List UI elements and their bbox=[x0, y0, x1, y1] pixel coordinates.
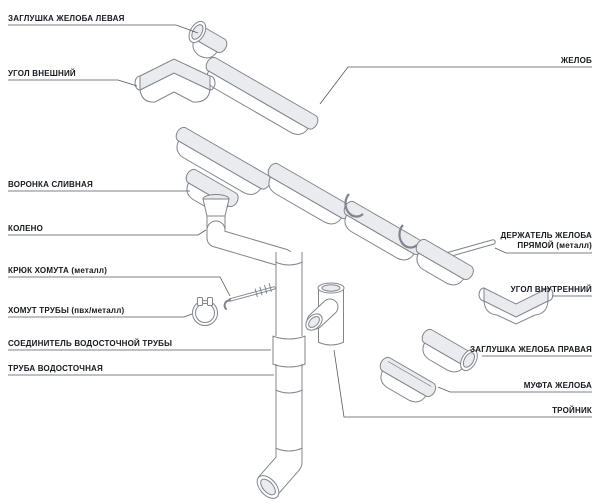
outer-corner-part bbox=[134, 58, 216, 103]
leader-gutter-end-cap-left bbox=[8, 24, 199, 34]
downpipe-part bbox=[256, 252, 306, 499]
label-downpipe: ТРУБА ВОДОСТОЧНАЯ bbox=[8, 364, 103, 373]
clamp-hook-part bbox=[223, 283, 276, 310]
label-elbow: КОЛЕНО bbox=[8, 224, 44, 233]
label-clamp-hook: КРЮК ХОМУТА (металл) bbox=[8, 266, 108, 275]
label-pipe-clamp: ХОМУТ ТРУБЫ (пвх/металл) bbox=[8, 306, 125, 315]
label-outer-corner: УГОЛ ВНЕШНИЙ bbox=[8, 69, 76, 78]
leader-gutter-coupling bbox=[437, 386, 592, 393]
label-gutter: ЖЕЛОБ bbox=[560, 56, 592, 65]
label-line-2: ПРЯМОЙ (металл) bbox=[517, 241, 592, 250]
label-funnel-outlet: ВОРОНКА СЛИВНАЯ bbox=[8, 180, 93, 189]
downpipe-connector-part bbox=[272, 335, 306, 368]
label-gutter-coupling: МУФТА ЖЕЛОБА bbox=[523, 381, 592, 390]
label-line-1: ДЕРЖАТЕЛЬ ЖЕЛОБА bbox=[500, 231, 592, 240]
label-tee: ТРОЙНИК bbox=[552, 406, 592, 415]
leader-clamp-hook bbox=[8, 276, 231, 297]
tee-part bbox=[305, 282, 345, 346]
gutter-part bbox=[175, 56, 425, 261]
inner-corner-part bbox=[478, 287, 554, 325]
pipe-clamp-part bbox=[192, 297, 218, 326]
leader-gutter bbox=[319, 66, 592, 105]
label-gutter-end-cap-left: ЗАГЛУШКА ЖЕЛОБА ЛЕВАЯ bbox=[8, 14, 125, 23]
label-gutter-end-cap-right: ЗАГЛУШКА ЖЕЛОБА ПРАВАЯ bbox=[470, 345, 592, 354]
label-gutter-bracket-straight-metal: ДЕРЖАТЕЛЬ ЖЕЛОБА ПРЯМОЙ (металл) bbox=[500, 231, 592, 251]
leader-outer-corner bbox=[8, 79, 138, 87]
label-inner-corner: УГОЛ ВНУТРЕННИЙ bbox=[510, 285, 592, 294]
gutter-end-cap-right-part bbox=[421, 328, 478, 373]
leader-tee bbox=[333, 349, 592, 418]
gutter-end-cap-left-part bbox=[188, 20, 228, 59]
gutter-clip-icon bbox=[344, 193, 418, 249]
label-downpipe-connector: СОЕДИНИТЕЛЬ ВОДОСТОЧНОЙ ТРУБЫ bbox=[8, 339, 173, 348]
bottom-elbow-mouth bbox=[256, 475, 280, 499]
elbow-part bbox=[206, 220, 294, 268]
gutter-part-end bbox=[415, 238, 474, 286]
leader-gutter-bracket bbox=[494, 247, 592, 254]
leader-elbow bbox=[8, 229, 207, 236]
leader-pipe-clamp bbox=[8, 313, 193, 318]
gutter-coupling-part bbox=[379, 356, 437, 403]
